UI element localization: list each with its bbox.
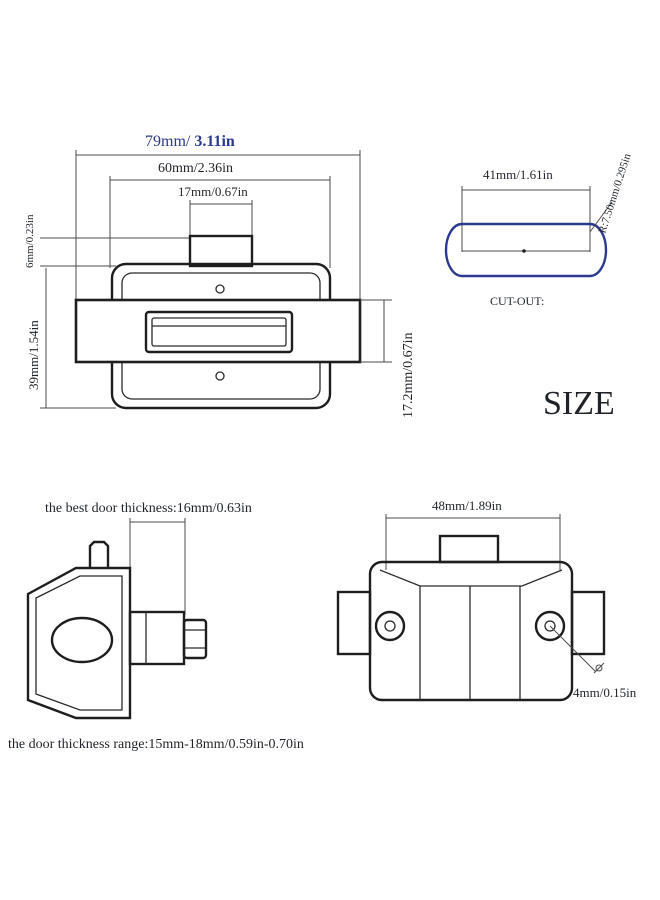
hole-diameter-slash bbox=[593, 662, 605, 674]
cutout-radius-label: R:7.50mm/0.295in bbox=[596, 152, 633, 235]
back-tab-left bbox=[336, 590, 372, 656]
side-push-oval bbox=[50, 616, 114, 664]
handle-recess-inner bbox=[151, 317, 287, 347]
hole-diameter-label: 4mm/0.15in bbox=[573, 685, 637, 700]
back-view: 48mm/1.89in 4mm/0.15in bbox=[336, 498, 637, 702]
side-housing bbox=[26, 566, 132, 720]
side-spindle bbox=[128, 610, 186, 666]
back-body-bevel bbox=[379, 569, 563, 587]
best-thickness-label: the best door thickness:16mm/0.63in bbox=[45, 501, 252, 516]
front-view: 79mm/ 3.11in 60mm/2.36in 17mm/0.67in 6mm… bbox=[24, 133, 416, 418]
back-screw-hole-right-inner bbox=[544, 620, 556, 632]
body-height-label: 39mm/1.54in bbox=[26, 320, 41, 390]
back-screw-hole-left-inner bbox=[384, 620, 396, 632]
side-nut bbox=[182, 618, 208, 660]
cutout-slot-outline bbox=[444, 222, 608, 278]
handle-recess bbox=[144, 310, 294, 354]
side-view: the best door thickness:16mm/0.63in the … bbox=[8, 501, 304, 752]
latch-button bbox=[188, 234, 254, 268]
hole-leader bbox=[549, 625, 597, 673]
side-button-pin bbox=[88, 540, 110, 568]
back-width-label: 48mm/1.89in bbox=[432, 498, 502, 513]
hole-diameter-symbol bbox=[595, 664, 603, 672]
button-width-label: 17mm/0.67in bbox=[178, 184, 248, 199]
back-body bbox=[368, 560, 574, 702]
mounting-hole-bottom bbox=[215, 371, 225, 381]
back-tab-right bbox=[570, 590, 606, 656]
cutout-width-label: 41mm/1.61in bbox=[483, 167, 553, 182]
thickness-range-label: the door thickness range:15mm-18mm/0.59i… bbox=[8, 737, 304, 752]
back-screw-hole-left bbox=[374, 610, 406, 642]
overall-width-label: 79mm/ 3.11in bbox=[145, 133, 235, 150]
size-title: SIZE bbox=[543, 385, 615, 422]
back-screw-hole-right bbox=[534, 610, 566, 642]
back-button bbox=[438, 534, 500, 564]
handle-height-label: 17.2mm/0.67in bbox=[401, 332, 416, 418]
cutout-center-point bbox=[522, 249, 526, 253]
button-height-label: 6mm/0.23in bbox=[24, 214, 36, 268]
cutout-radius-leader bbox=[589, 201, 613, 233]
cutout-view: 41mm/1.61in R:7.50mm/0.295in CUT-OUT: bbox=[444, 152, 634, 308]
body-width-label: 60mm/2.36in bbox=[158, 161, 233, 176]
side-housing-inner bbox=[35, 575, 123, 711]
mounting-hole-top bbox=[215, 284, 225, 294]
cutout-caption: CUT-OUT: bbox=[490, 294, 544, 308]
